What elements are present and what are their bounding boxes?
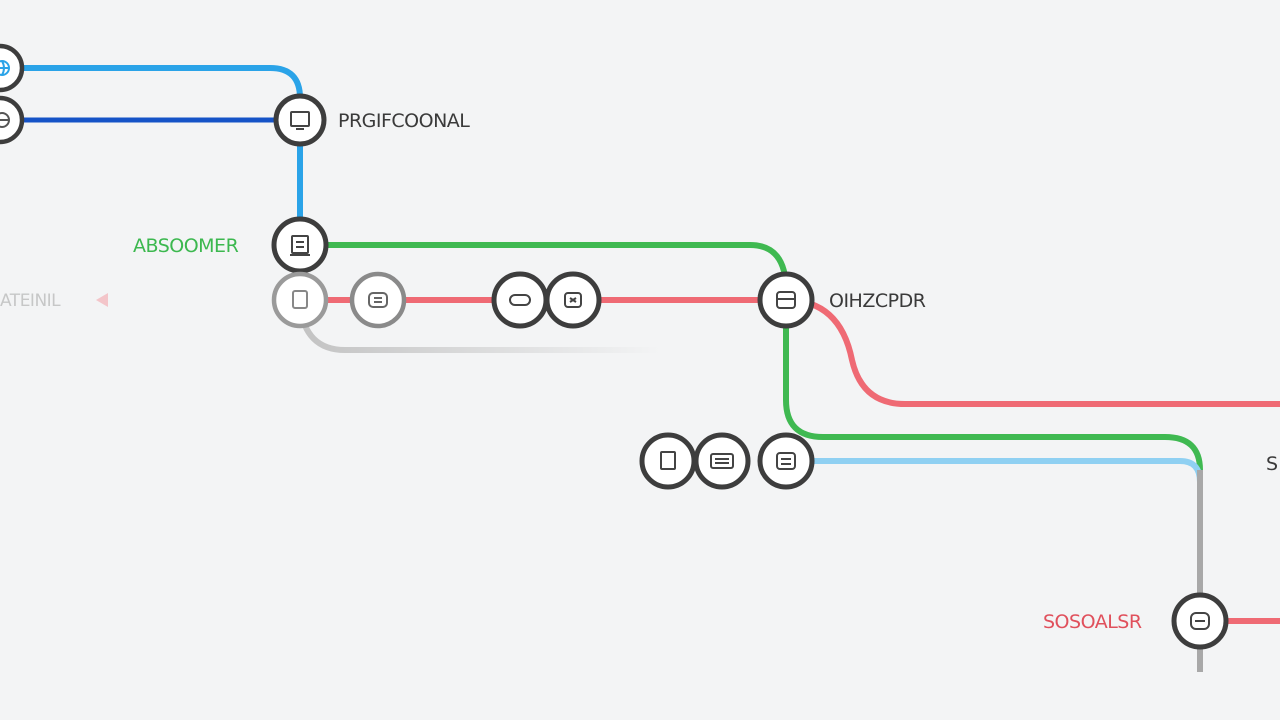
label-sosoalsr: SOSOALSR — [1043, 611, 1142, 633]
label-absoomer: ABSOOMER — [133, 235, 239, 257]
database-icon — [1190, 612, 1210, 630]
station-node[interactable] — [0, 43, 25, 93]
document-icon — [290, 235, 310, 256]
file-icon — [660, 451, 676, 470]
monitor-icon — [290, 111, 310, 130]
station-node[interactable] — [639, 432, 697, 490]
server-icon — [776, 291, 796, 309]
network-icon — [0, 60, 10, 76]
label-orchestr: OIHZCPDR — [829, 290, 926, 312]
station-node[interactable] — [693, 432, 751, 490]
station-node[interactable] — [544, 271, 602, 329]
line-light-blue — [786, 458, 1203, 483]
station-node[interactable] — [491, 271, 549, 329]
keyboard-icon — [710, 453, 734, 469]
label-professional: PRGIFCOONAL — [338, 110, 470, 132]
label-s-partial: S — [1266, 453, 1278, 475]
line-blue — [0, 65, 303, 248]
line-green — [300, 242, 1203, 471]
chat-icon — [509, 294, 531, 306]
globe-icon — [0, 112, 10, 128]
cube-icon — [564, 292, 582, 308]
station-node[interactable] — [0, 95, 25, 145]
arrow-left-icon — [96, 293, 108, 307]
station-node-absoomer[interactable] — [271, 216, 329, 274]
station-node[interactable] — [349, 271, 407, 329]
station-node[interactable] — [757, 432, 815, 490]
page-icon — [292, 290, 308, 309]
label-external: ATEINIL — [0, 291, 61, 311]
station-node-external[interactable] — [271, 271, 329, 329]
station-node-professional[interactable] — [273, 93, 327, 147]
storage-icon — [776, 452, 796, 470]
station-node-sosoalsr[interactable] — [1171, 592, 1229, 650]
station-node-orchestr[interactable] — [757, 271, 815, 329]
grid-icon — [368, 292, 388, 308]
